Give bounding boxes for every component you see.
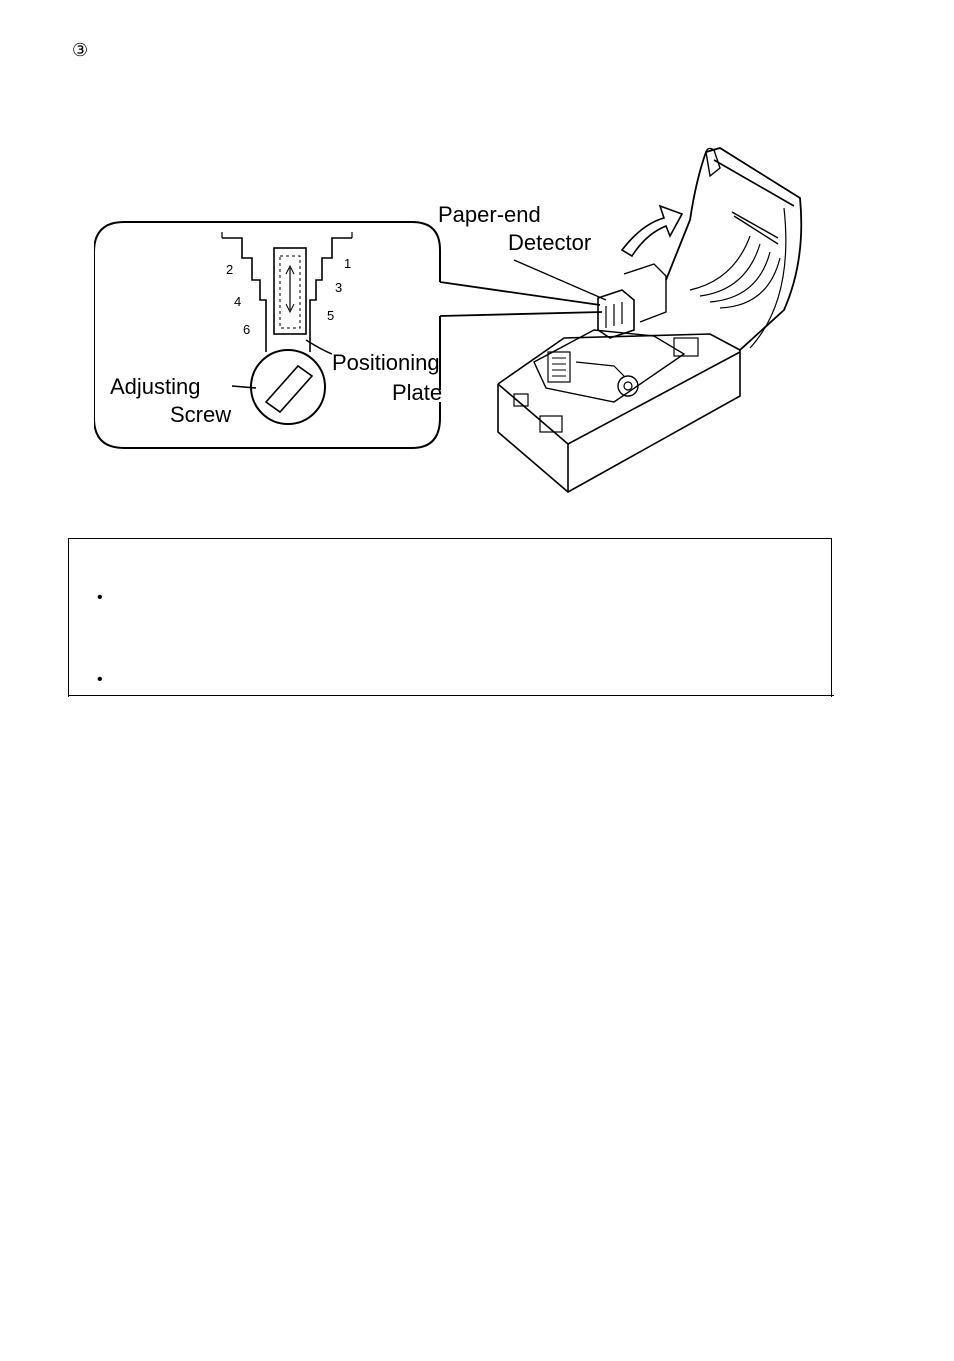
leader-line-bottom: [439, 311, 603, 317]
inset-frame-top: [124, 221, 441, 282]
position-number-2: 2: [226, 262, 233, 277]
figure-drawing: 2 4 6 1 3 5 Adjusting Screw Positioning …: [94, 147, 803, 493]
note-box-bottom-rule: [68, 695, 834, 696]
note-box: • •: [68, 538, 832, 697]
position-number-5: 5: [327, 308, 334, 323]
open-direction-arrow: [620, 204, 684, 258]
printer-illustration: [497, 147, 803, 493]
adjusting-screw: [250, 349, 326, 425]
step-bracket-left: [222, 237, 267, 332]
adjusting-screw-label-line2: Screw: [170, 402, 231, 427]
position-number-3: 3: [335, 280, 342, 295]
printer-adjustment-figure: 2 4 6 1 3 5 Adjusting Screw Positioning …: [94, 140, 814, 500]
positioning-plate-label-line2: Plate: [392, 380, 442, 405]
positioning-plate: [273, 247, 307, 335]
position-number-6: 6: [243, 322, 250, 337]
adjusting-screw-label: Adjusting: [110, 374, 201, 399]
step-bracket-right: [309, 237, 352, 332]
position-number-4: 4: [234, 294, 241, 309]
positioning-plate-label: Positioning: [332, 350, 440, 375]
paper-end-detector-label-line2: Detector: [508, 230, 591, 255]
screw-slot: [264, 364, 314, 414]
paper-end-detector-label: Paper-end: [438, 202, 541, 227]
note-bullet-2: •: [97, 671, 103, 688]
note-bullet-1: •: [97, 589, 103, 606]
inset-frame-bottom: [94, 221, 441, 449]
step-number-marker: ③: [72, 40, 89, 61]
position-number-1: 1: [344, 256, 351, 271]
leader-line-top: [439, 281, 601, 306]
